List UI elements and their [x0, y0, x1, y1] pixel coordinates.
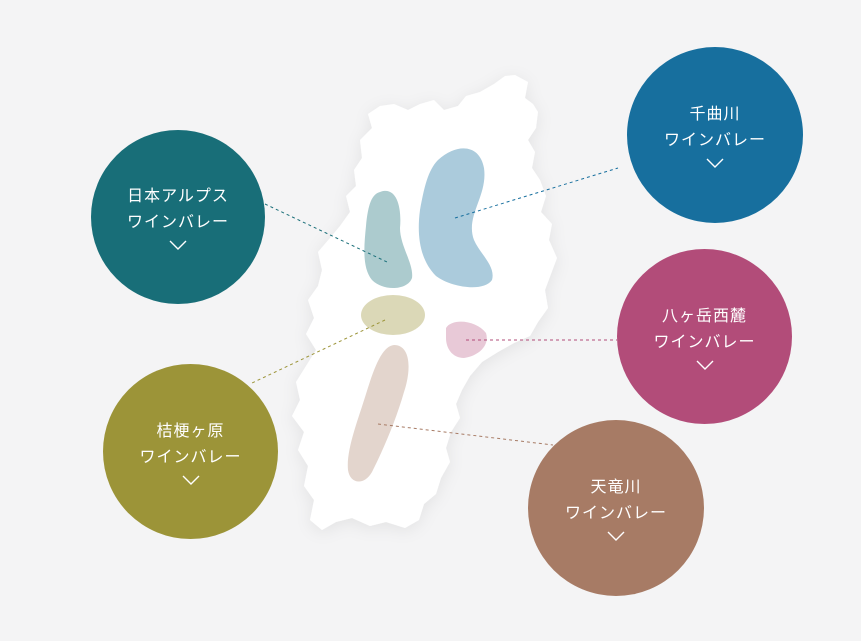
prefecture-outline: [292, 75, 557, 530]
region-alps[interactable]: [364, 190, 413, 289]
kikyogahara-valley-button[interactable]: 桔梗ヶ原 ワインバレー: [103, 364, 278, 539]
connector-chikuma: [454, 167, 619, 219]
valley-name: 日本アルプス: [127, 186, 229, 205]
valley-suffix: ワインバレー: [663, 130, 766, 149]
chevron-down-icon: [182, 475, 199, 485]
valley-suffix: ワインバレー: [564, 503, 667, 522]
valley-suffix: ワインバレー: [139, 446, 242, 466]
region-kikyogahara[interactable]: [361, 295, 425, 335]
valley-name: 天竜川: [590, 477, 642, 496]
valley-name: 八ヶ岳西麓: [661, 305, 747, 325]
connector-kikyogahara: [251, 319, 386, 384]
valley-name: 桔梗ヶ原: [156, 420, 225, 440]
connector-tenryu: [377, 423, 554, 446]
valley-name: 千曲川: [689, 104, 741, 123]
chevron-down-icon: [696, 360, 713, 370]
chevron-down-icon: [607, 531, 625, 541]
valley-suffix: ワインバレー: [653, 331, 756, 351]
valley-suffix: ワインバレー: [126, 212, 229, 231]
connector-alps: [264, 203, 388, 263]
tenryu-valley-button[interactable]: 天竜川 ワインバレー: [528, 420, 704, 596]
chevron-down-icon: [706, 158, 724, 168]
chevron-down-icon: [169, 240, 187, 250]
region-tenryu[interactable]: [347, 345, 409, 482]
alps-valley-button[interactable]: 日本アルプス ワインバレー: [91, 130, 265, 304]
yatsugatake-valley-button[interactable]: 八ヶ岳西麓 ワインバレー: [617, 249, 792, 424]
chikuma-valley-button[interactable]: 千曲川 ワインバレー: [627, 47, 803, 223]
